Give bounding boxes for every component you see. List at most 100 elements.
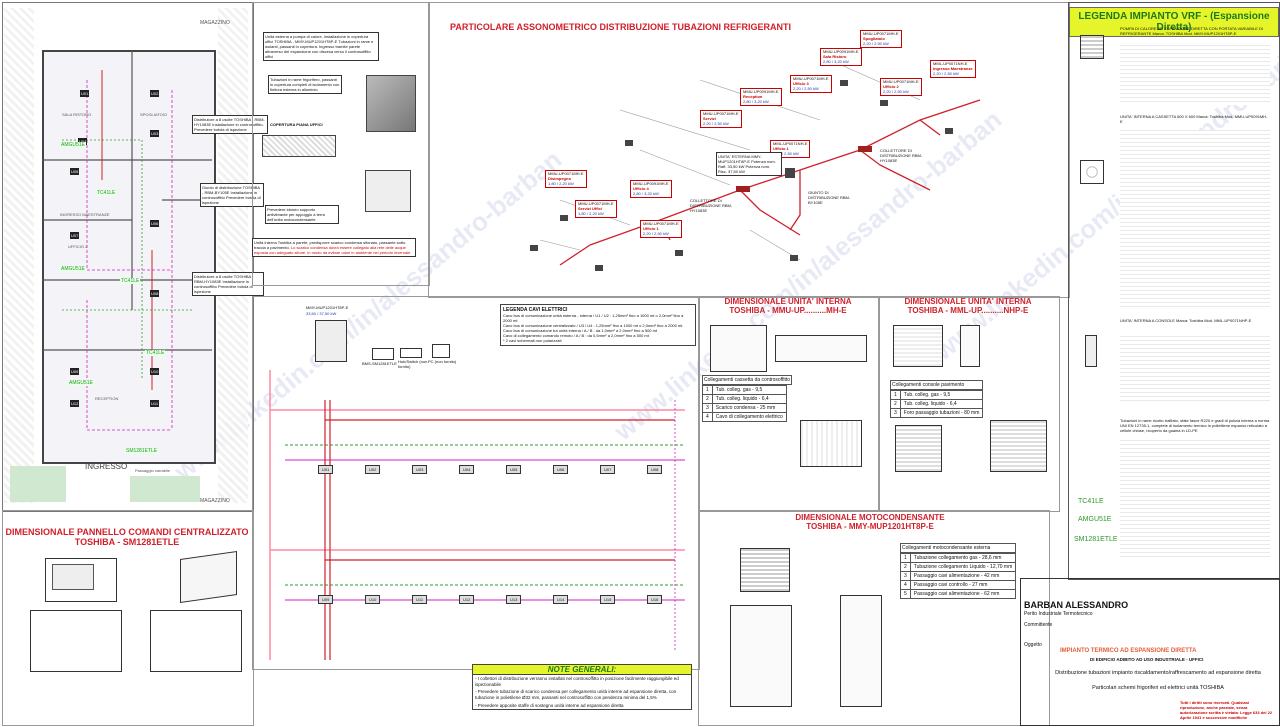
tb-name: BARBAN ALESSANDRO — [1024, 600, 1129, 610]
tb-committente: Committente — [1024, 622, 1053, 628]
note-unita-esterna: Unità esterna a pompa di calore, install… — [263, 32, 379, 61]
unit-marker: U04 — [78, 138, 88, 145]
cell: Tubazione collegamento Liquido - 12,70 m… — [909, 562, 1017, 573]
iso-room: Ufficio 3 — [793, 80, 809, 86]
dim-moto-title: DIMENSIONALE MOTOCONDENSANTE TOSHIBA - M… — [720, 513, 1020, 532]
iso-val: 2,80 / 3,20 kW — [823, 58, 849, 64]
floor-plan-frame — [2, 2, 254, 512]
side-wall — [4, 8, 34, 503]
magazzino-label: MAGAZZINO — [200, 20, 230, 26]
iso-val: 2,20 / 2,50 kW — [773, 150, 799, 156]
iso-code: MMU-UP0071MH-E — [643, 221, 679, 226]
unit-row-1: U01 U02 U03 U04 U05 U06 U07 U08 — [318, 465, 688, 479]
unit-box: U15 — [600, 595, 616, 604]
cassette-fan-drawing — [800, 420, 862, 467]
dim-mml-title-text: DIMENSIONALE UNITA' INTERNA — [904, 297, 1032, 306]
moto-side-view — [840, 595, 882, 707]
note-unita-interna-text: Unità interna Toshiba a parete, predispo… — [254, 240, 406, 250]
cable-legend-item: Cavo bus di comunicazione tra unità inte… — [503, 328, 658, 334]
moto-front-view — [730, 605, 792, 707]
iso-val: 2,20 / 2,50 kW — [793, 85, 819, 91]
cell: 1 — [900, 553, 911, 564]
iso-code: MMU-UP0071MH-E — [863, 31, 899, 36]
unit-marker: U06 — [150, 220, 160, 227]
cell: 2 — [900, 562, 911, 573]
cell: Tubazione collegamento gas - 28,6 mm — [909, 553, 1017, 564]
plan-tag: AMGU51E — [60, 142, 86, 148]
console-side — [960, 325, 980, 367]
legend-section-ext: POMPA DI CALORE AD ESPANSIONE DIRETTA CO… — [1120, 26, 1263, 36]
legend-ext-icon — [1080, 35, 1104, 59]
ext-unit-iso-icon — [366, 75, 416, 132]
dim-panel-title-text: DIMENSIONALE PANNELLO COMANDI CENTRALIZZ… — [5, 527, 249, 537]
moto-top-view — [740, 548, 790, 592]
legend-specs-4 — [1120, 440, 1270, 560]
cell: Foro passaggio tubazioni - 80 mm — [899, 408, 984, 419]
unit-box: U12 — [459, 595, 475, 604]
cassette-side — [775, 335, 867, 362]
note-generali-line: - Prevedere tubazione di scarico condens… — [475, 689, 677, 700]
unit-box: U16 — [647, 595, 663, 604]
unit-box: U01 — [318, 465, 334, 474]
plan-tag: TC41LE — [145, 350, 166, 356]
dim-panel-subtitle: TOSHIBA - SM1281ETLE — [74, 536, 180, 547]
roof-section — [262, 135, 336, 157]
legend-specs-2 — [1120, 130, 1270, 310]
plan-tag: TC41LE — [120, 278, 141, 284]
note-unita-interna: Unità interna Toshiba a parete, predispo… — [252, 238, 416, 257]
bms-label: BMS-SM1281ETLE — [362, 361, 397, 366]
iso-code: MMU-UP0071MH-E — [578, 201, 614, 206]
dim-moto-subtitle: TOSHIBA - MMY-MUP1201HT8P-E — [806, 521, 934, 531]
iso-collettore: COLLETTORE DI DISTRIBUZIONE RBM-HY1083E — [880, 148, 923, 163]
unit-marker: U11 — [150, 400, 160, 407]
iso-val: 2,20 / 2,50 kW — [883, 88, 909, 94]
unit-marker: U03 — [150, 130, 160, 137]
cassette-drawing — [710, 325, 767, 372]
cassetta-table: Collegamenti cassetta da controsoffitto … — [702, 375, 793, 423]
cell: 4 — [702, 412, 713, 423]
note-tubazioni: Tubazioni in rame frigorifero, passanti … — [268, 75, 342, 94]
unit-box: U13 — [506, 595, 522, 604]
cable-legend-item: * 2 cavi schermati non polarizzati — [503, 338, 562, 344]
iso-ext-unit-label: UNITA' ESTERNA MMY-MUP1201HT8P-E Potenza… — [716, 152, 782, 176]
unit-box: U05 — [506, 465, 522, 474]
unit-box: U03 — [412, 465, 428, 474]
unit-marker: U10 — [150, 368, 160, 375]
iso-room: Servizi — [703, 115, 716, 121]
unit-marker: U08 — [150, 290, 160, 297]
cell: Passaggio cavi controllo - 27 mm — [909, 580, 1017, 591]
iso-code: MMU-UP0071MH-E — [548, 171, 584, 176]
unit-box: U04 — [459, 465, 475, 474]
room-label: UFFICIO 2 — [68, 244, 88, 249]
pc-label: PC (non fornito) — [428, 359, 457, 364]
plan-tag: AMGU51E — [68, 380, 94, 386]
console-front — [893, 325, 943, 367]
panel-frame — [2, 510, 254, 726]
room-label: RECEPTION — [95, 396, 119, 401]
iso-code: MMU-UP0071MH-E — [703, 111, 739, 116]
iso-room: Ufficio 4 — [633, 185, 649, 191]
iso-val: 1,80 / 2,20 kW — [578, 210, 604, 216]
tb-edificio: DI EDIFICIO ADIBITO AD USO INDUSTRIALE -… — [1090, 657, 1204, 662]
unit-marker: U07 — [70, 232, 80, 239]
iso-code: MML-UP0071NH-E — [933, 61, 968, 66]
dim-mml-subtitle: TOSHIBA - MML-UP..........NHP-E — [907, 305, 1029, 315]
tb-desc: Distribuzione tubazioni impianto riscald… — [1055, 670, 1261, 676]
ext-unit-code: MMY-MUP1201HT8P-E — [306, 305, 349, 310]
unit-box: U10 — [365, 595, 381, 604]
note-generali-line: - Prevedere apposite staffe di sostegno … — [475, 702, 624, 708]
